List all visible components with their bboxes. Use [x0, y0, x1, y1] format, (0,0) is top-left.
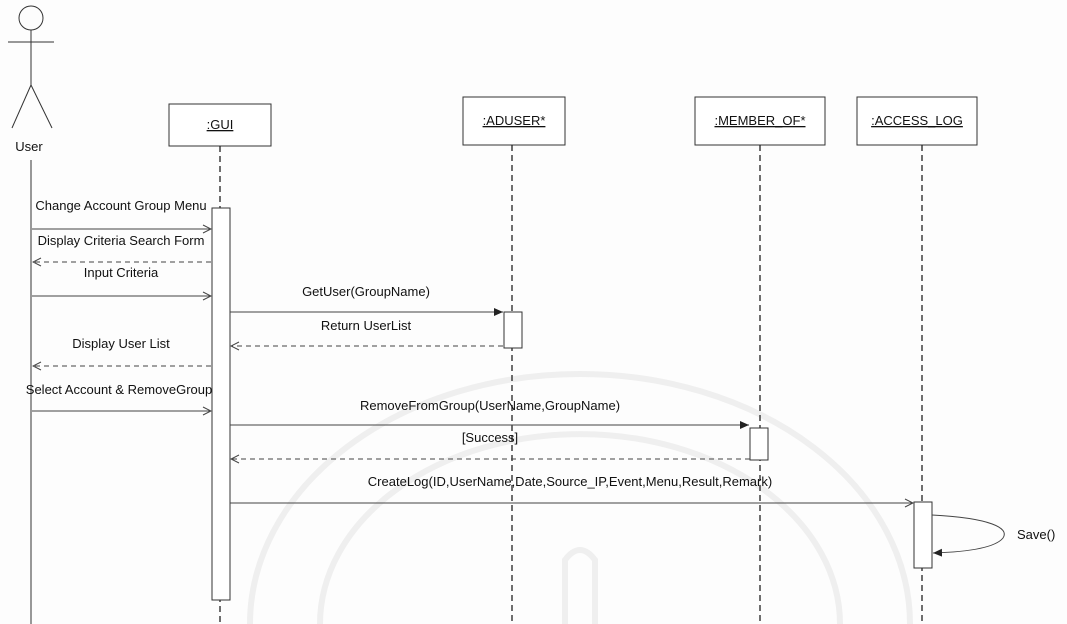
object-access-log: :ACCESS_LOG: [856, 96, 978, 624]
object-aduser: :ADUSER*: [462, 96, 566, 624]
message-return-userlist: Return UserList: [231, 318, 503, 346]
object-box-access-log: [856, 96, 978, 146]
message-label: Input Criteria: [84, 265, 159, 280]
message-create-log: CreateLog(ID,UserName,Date,Source_IP,Eve…: [230, 474, 913, 503]
activation-access-log: [913, 501, 933, 569]
message-label: Display User List: [72, 336, 170, 351]
activation-member-of: [749, 427, 769, 461]
message-label: CreateLog(ID,UserName,Date,Source_IP,Eve…: [368, 474, 772, 489]
actor-label: User: [15, 139, 43, 154]
message-change-account-group-menu: Change Account Group Menu: [32, 198, 211, 229]
message-label: Return UserList: [321, 318, 412, 333]
message-display-criteria-search-form: Display Criteria Search Form: [33, 233, 211, 262]
message-select-account-remove-group: Select Account & RemoveGroup: [26, 382, 212, 411]
message-success-return: [Success]: [231, 430, 750, 459]
object-name-aduser: :ADUSER*: [483, 113, 546, 128]
object-name-gui: :GUI: [207, 117, 234, 132]
activation-gui: [211, 207, 231, 601]
message-save-self-call: Save(): [931, 514, 1055, 557]
message-label: Save(): [1017, 527, 1055, 542]
message-label: [Success]: [462, 430, 518, 445]
message-label: Change Account Group Menu: [35, 198, 206, 213]
object-box-aduser: [462, 96, 566, 146]
activation-aduser: [503, 311, 523, 349]
message-label: Select Account & RemoveGroup: [26, 382, 212, 397]
object-name-access-log: :ACCESS_LOG: [871, 113, 963, 128]
message-display-user-list: Display User List: [33, 336, 211, 366]
message-label: GetUser(GroupName): [302, 284, 430, 299]
message-remove-from-group: RemoveFromGroup(UserName,GroupName): [230, 398, 749, 429]
message-get-user: GetUser(GroupName): [230, 284, 503, 316]
stick-figure-icon: [8, 5, 54, 129]
self-call-arrow: [931, 514, 1005, 557]
object-box-member-of: [694, 96, 826, 146]
message-label: Display Criteria Search Form: [38, 233, 205, 248]
message-input-criteria: Input Criteria: [32, 265, 211, 296]
object-member-of: :MEMBER_OF*: [694, 96, 826, 624]
actor-user: User: [8, 5, 54, 624]
object-gui: :GUI: [168, 103, 272, 624]
message-label: RemoveFromGroup(UserName,GroupName): [360, 398, 620, 413]
object-name-member-of: :MEMBER_OF*: [714, 113, 805, 128]
watermark-seal: [247, 371, 913, 624]
